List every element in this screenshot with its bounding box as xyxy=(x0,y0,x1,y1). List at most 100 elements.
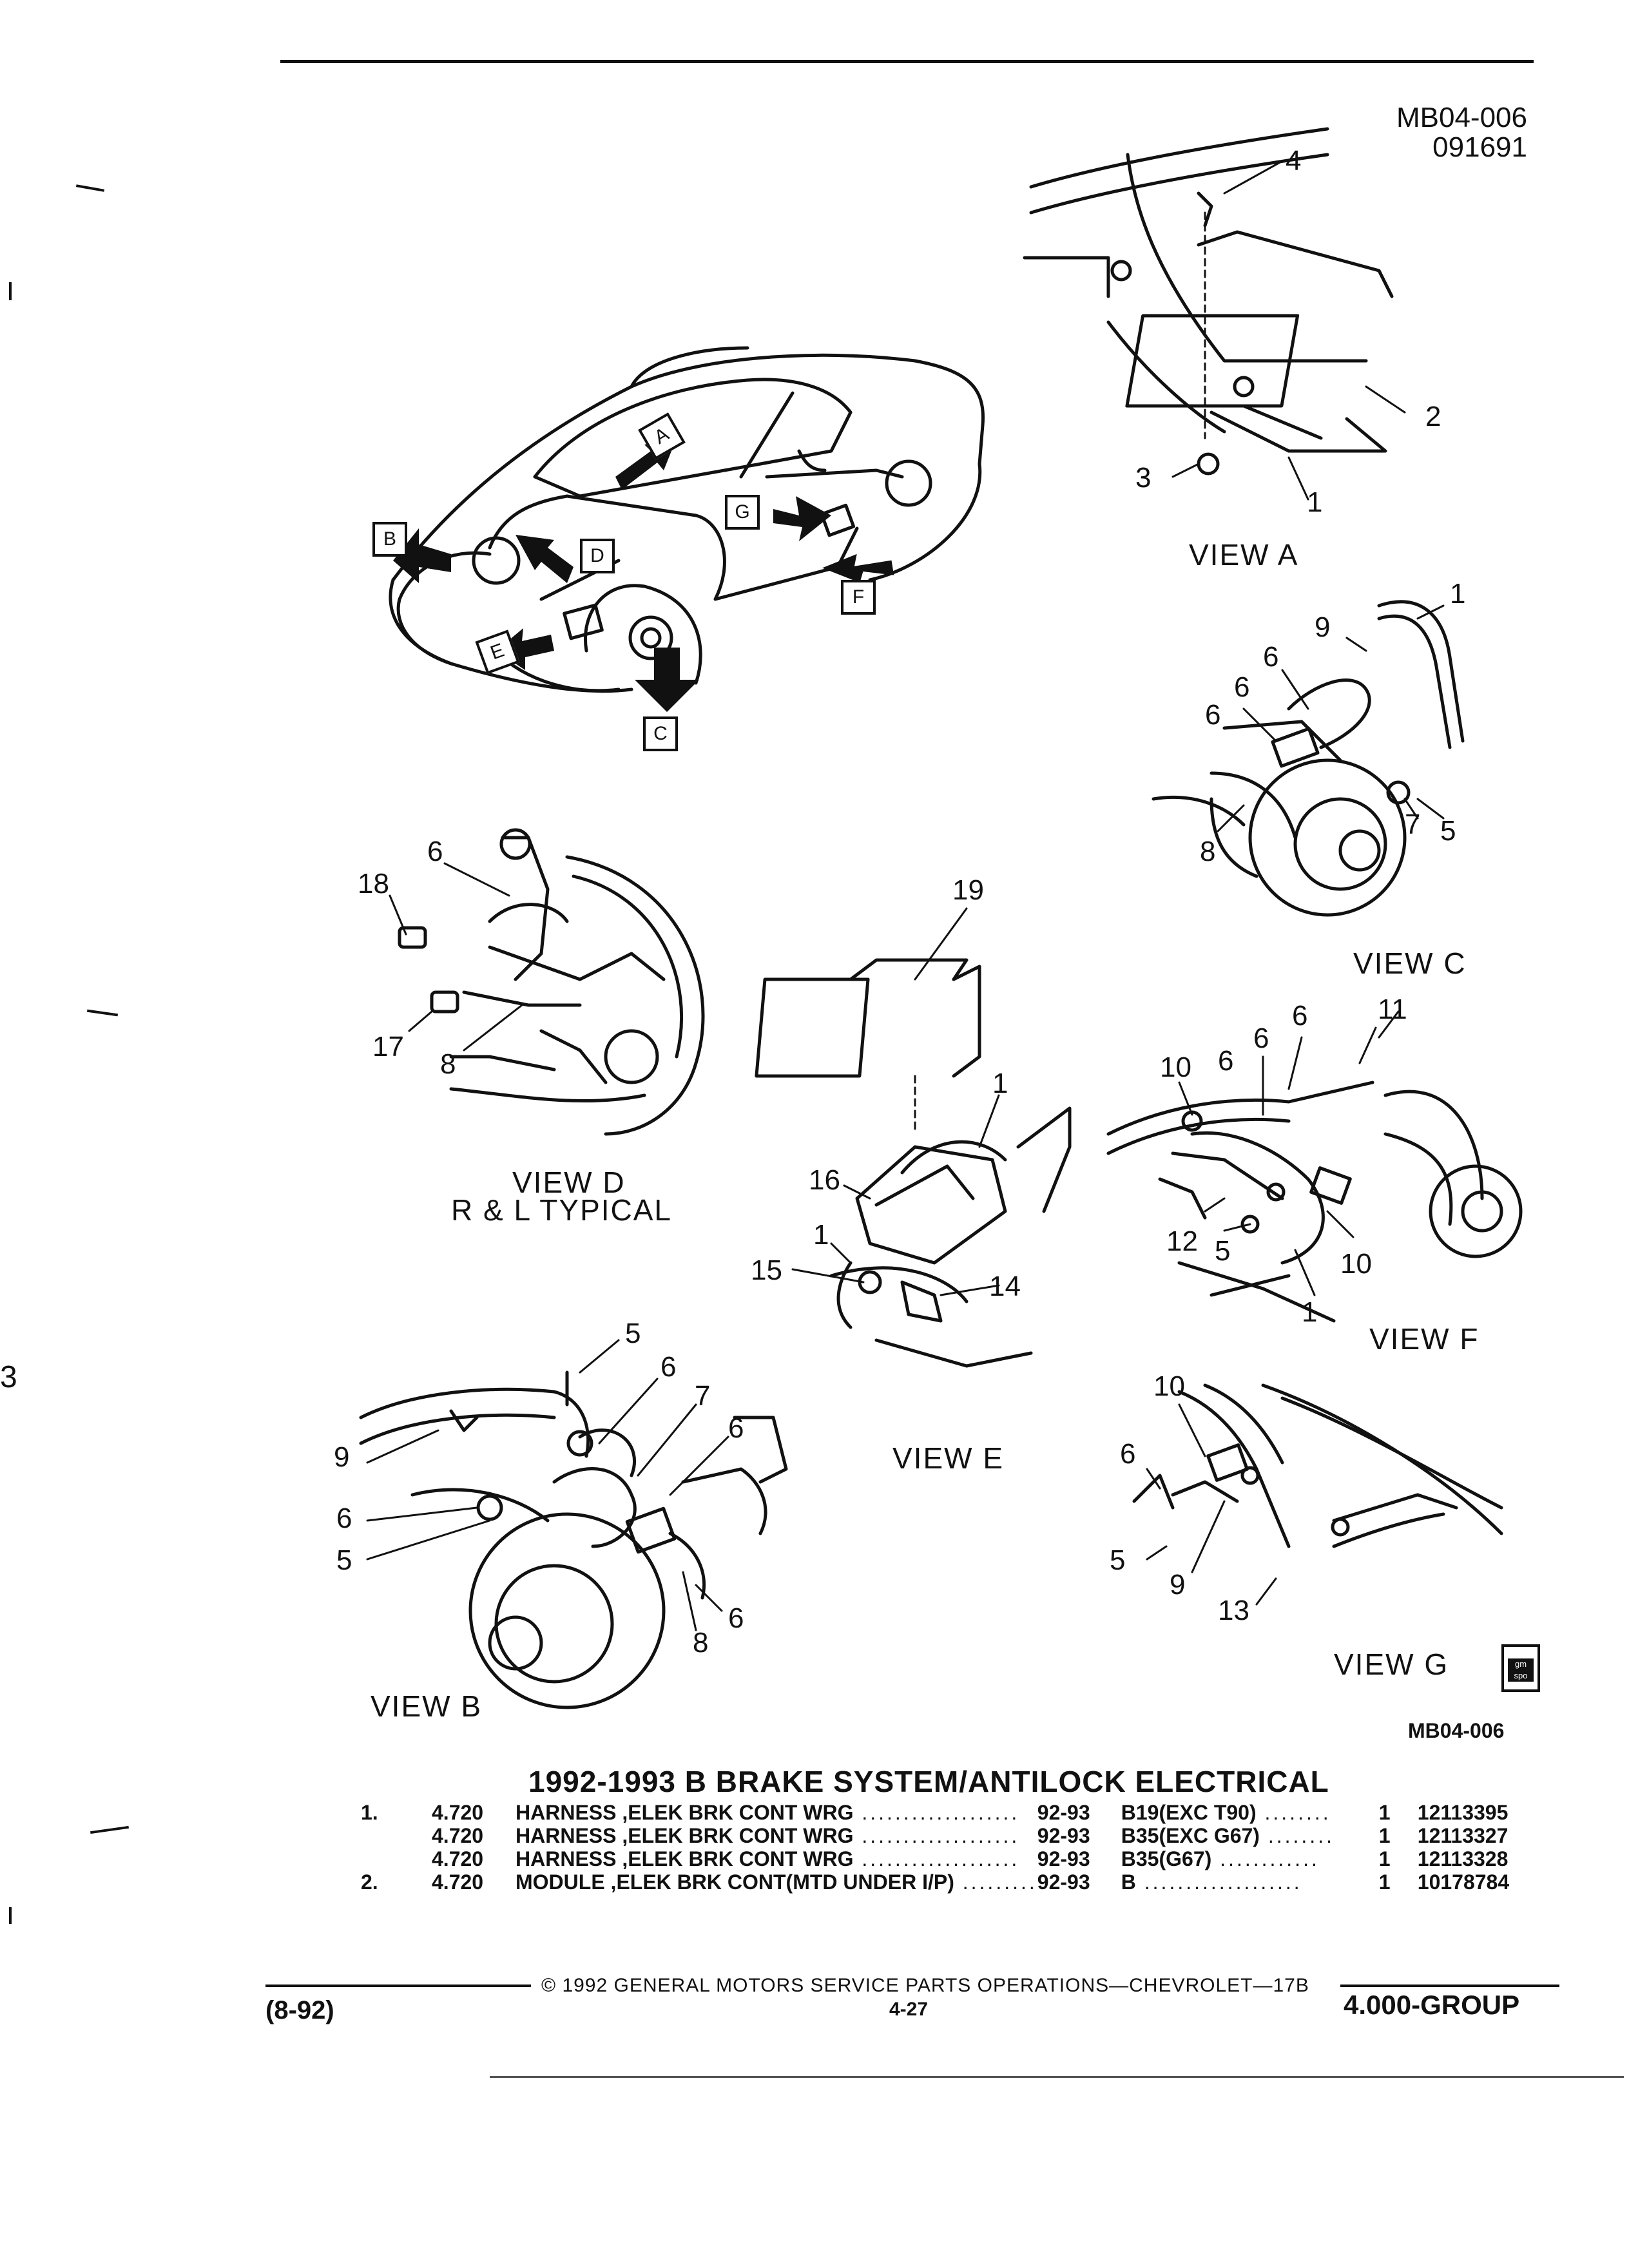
parts-usage: B19(EXC T90) ........ xyxy=(1121,1802,1379,1825)
view-f-drawing xyxy=(1106,1081,1523,1323)
callout-b-letter: B xyxy=(383,528,396,550)
view-d-drawing xyxy=(398,828,705,1136)
parts-description-text: HARNESS ,ELEK BRK CONT WRG xyxy=(516,1801,854,1824)
leader-dots: ................... xyxy=(853,1824,1020,1847)
parts-description-text: MODULE ,ELEK BRK CONT(MTD UNDER I/P) xyxy=(516,1870,954,1894)
callout-f-letter: F xyxy=(852,586,865,608)
date-code: (8-92) xyxy=(265,1996,334,2024)
item-label: 9 xyxy=(1315,611,1331,643)
parts-group-number-text: 4.720 xyxy=(432,1824,484,1847)
parts-description-text: HARNESS ,ELEK BRK CONT WRG xyxy=(516,1824,854,1847)
leader-dots: ........ xyxy=(1256,1801,1331,1824)
margin-tick xyxy=(9,282,12,300)
view-e-leaders xyxy=(791,907,1000,1296)
item-label: 3 xyxy=(1135,462,1152,494)
parts-quantity: 1 xyxy=(1379,1802,1418,1825)
view-c-drawing xyxy=(1152,600,1465,917)
item-label: 5 xyxy=(1215,1235,1231,1267)
item-label: 6 xyxy=(1234,671,1250,703)
bottom-rule xyxy=(490,2076,1624,2078)
item-label: 6 xyxy=(1253,1023,1269,1054)
item-label: 1 xyxy=(1302,1296,1318,1328)
view-a-title: VIEW A xyxy=(1189,538,1299,572)
view-g-drawing xyxy=(1132,1383,1503,1548)
parts-description-text: HARNESS ,ELEK BRK CONT WRG xyxy=(516,1847,854,1870)
callout-c-letter: C xyxy=(653,723,668,744)
copyright: © 1992 GENERAL MOTORS SERVICE PARTS OPER… xyxy=(541,1975,1309,1996)
item-label: 8 xyxy=(440,1048,456,1080)
parts-years: 92-93 xyxy=(1037,1802,1121,1825)
view-e-title: VIEW E xyxy=(892,1441,1005,1475)
item-label: 13 xyxy=(1218,1595,1249,1626)
callout-arrows xyxy=(393,438,894,712)
item-label: 9 xyxy=(1170,1569,1186,1600)
figure-code-date: 091691 xyxy=(1432,131,1527,164)
page-number: 4-27 xyxy=(889,1999,929,2020)
section-title: 1992-1993 B BRAKE SYSTEM/ANTILOCK ELECTR… xyxy=(528,1765,1329,1798)
parts-usage-text: B35(G67) xyxy=(1121,1847,1212,1870)
leader-dots: ............ xyxy=(1211,1847,1320,1870)
parts-description: HARNESS ,ELEK BRK CONT WRG .............… xyxy=(516,1848,1037,1871)
parts-usage-text: B35(EXC G67) xyxy=(1121,1824,1260,1847)
callout-f: F xyxy=(841,580,876,615)
item-label: 6 xyxy=(1292,1000,1308,1032)
gm-spo-logo-inner: gm spo xyxy=(1508,1658,1534,1682)
parts-group-number: 4.720 xyxy=(432,1802,516,1825)
item-label: 6 xyxy=(1263,641,1279,673)
view-g-title: VIEW G xyxy=(1334,1648,1449,1681)
view-g-leaders xyxy=(1146,1403,1277,1606)
view-d-title: VIEW D xyxy=(512,1166,626,1199)
view-b-drawing xyxy=(359,1370,788,1709)
parts-group-number: 4.720 xyxy=(432,1825,516,1848)
parts-usage-text: B xyxy=(1121,1870,1136,1894)
parts-part-number-text: 12113327 xyxy=(1417,1824,1509,1847)
vehicle-overview-drawing xyxy=(389,346,985,693)
view-d-leaders xyxy=(389,862,523,1052)
parts-item-number-text: 1. xyxy=(361,1801,378,1824)
view-a-leaders xyxy=(1171,160,1406,501)
group-number: 4.000-GROUP xyxy=(1344,1990,1520,2020)
parts-row: 4.720 HARNESS ,ELEK BRK CONT WRG ........… xyxy=(361,1825,1547,1848)
top-rule xyxy=(280,60,1534,63)
item-label: 6 xyxy=(660,1351,677,1383)
parts-part-number: 12113395 xyxy=(1418,1802,1547,1825)
view-f-leaders xyxy=(1178,1010,1400,1296)
callout-d: D xyxy=(580,539,615,573)
leader-dots: ......... xyxy=(954,1870,1037,1894)
parts-group-number-text: 4.720 xyxy=(432,1870,484,1894)
parts-years: 92-93 xyxy=(1037,1825,1121,1848)
view-e-drawing xyxy=(755,958,1072,1368)
parts-years: 92-93 xyxy=(1037,1871,1121,1894)
parts-part-number: 10178784 xyxy=(1418,1871,1547,1894)
item-label: 5 xyxy=(1440,815,1456,847)
parts-quantity-text: 1 xyxy=(1378,1870,1391,1894)
callout-a-letter: A xyxy=(650,423,673,448)
item-label: 6 xyxy=(1120,1438,1136,1470)
parts-quantity-text: 1 xyxy=(1378,1847,1391,1870)
item-label: 4 xyxy=(1286,145,1302,177)
callout-g: G xyxy=(725,495,760,530)
parts-description: MODULE ,ELEK BRK CONT(MTD UNDER I/P) ...… xyxy=(516,1871,1037,1894)
item-label: 6 xyxy=(728,1602,744,1634)
figure-code: MB04-006 091691 xyxy=(1373,102,1527,164)
item-label: 7 xyxy=(695,1380,711,1412)
parts-group-number: 4.720 xyxy=(432,1871,516,1894)
footer-rule-right xyxy=(1340,1984,1559,1987)
view-b-title: VIEW B xyxy=(371,1689,483,1723)
parts-usage: B ................... xyxy=(1121,1871,1379,1894)
view-c-leaders xyxy=(1217,604,1445,832)
parts-part-number: 12113328 xyxy=(1418,1848,1547,1871)
parts-quantity: 1 xyxy=(1379,1825,1418,1848)
item-label: 6 xyxy=(427,836,443,867)
parts-usage: B35(EXC G67) ........ xyxy=(1121,1825,1379,1848)
leader-dots: ........ xyxy=(1259,1824,1335,1847)
item-label: 11 xyxy=(1378,994,1407,1025)
item-label: 7 xyxy=(1405,809,1421,840)
item-label: 16 xyxy=(809,1164,840,1196)
parts-quantity-text: 1 xyxy=(1378,1801,1391,1824)
item-label: 5 xyxy=(625,1318,641,1349)
parts-part-number-text: 12113328 xyxy=(1417,1847,1509,1870)
